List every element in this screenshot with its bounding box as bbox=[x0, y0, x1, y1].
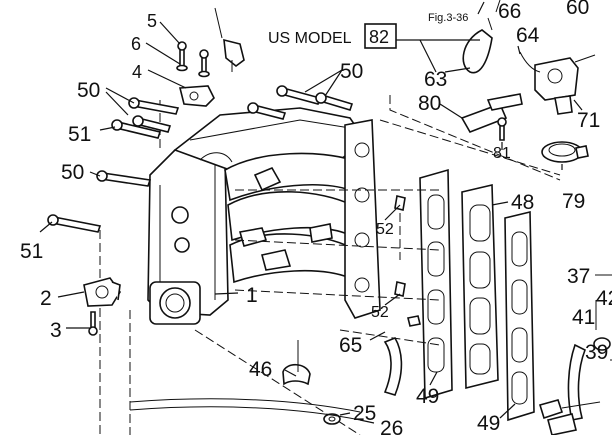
label-80: 80 bbox=[418, 92, 441, 115]
washer-25 bbox=[323, 413, 341, 425]
hose-65 bbox=[383, 315, 421, 396]
plate-48 bbox=[461, 183, 499, 390]
bottom-hose bbox=[129, 398, 361, 421]
gasket-49-left bbox=[419, 168, 453, 400]
model-box-number: 82 bbox=[369, 27, 389, 47]
label-50-left: 50 bbox=[77, 79, 100, 102]
label-51-left: 51 bbox=[20, 240, 43, 263]
label-50-mid: 50 bbox=[61, 161, 84, 184]
label-6: 6 bbox=[131, 34, 141, 54]
label-42: 42 bbox=[596, 287, 612, 310]
label-2: 2 bbox=[40, 287, 52, 310]
clamp-46 bbox=[282, 340, 311, 386]
clamp-79 bbox=[541, 141, 589, 163]
gasket-49-right bbox=[504, 210, 535, 422]
label-25: 25 bbox=[353, 402, 376, 425]
valve-71 bbox=[519, 51, 596, 115]
model-label: US MODEL bbox=[268, 30, 352, 47]
label-41: 41 bbox=[572, 306, 595, 329]
label-52-lower: 52 bbox=[371, 304, 389, 321]
label-60: 60 bbox=[566, 0, 589, 19]
label-81: 81 bbox=[493, 145, 511, 162]
label-66: 66 bbox=[498, 0, 521, 23]
label-37: 37 bbox=[567, 265, 590, 288]
label-39: 39 bbox=[585, 341, 608, 364]
fig-reference: Fig.3-36 bbox=[428, 12, 468, 24]
label-26: 26 bbox=[380, 417, 403, 435]
top-connector bbox=[214, 7, 245, 72]
label-52-upper: 52 bbox=[376, 221, 394, 238]
label-5: 5 bbox=[147, 11, 157, 31]
intake-manifold bbox=[147, 107, 381, 325]
label-49-left: 49 bbox=[416, 385, 439, 408]
leader-lines bbox=[39, 21, 583, 424]
label-51-top: 51 bbox=[68, 123, 91, 146]
label-49-right: 49 bbox=[477, 412, 500, 435]
sensor-4 bbox=[178, 85, 215, 107]
label-79: 79 bbox=[562, 190, 585, 213]
fig-ref-arrow bbox=[477, 1, 485, 15]
label-63: 63 bbox=[424, 68, 447, 91]
bolts bbox=[47, 41, 406, 297]
lower-right-parts bbox=[538, 274, 612, 435]
model-number-box bbox=[364, 23, 397, 49]
label-3: 3 bbox=[50, 319, 62, 342]
label-64: 64 bbox=[516, 24, 540, 47]
label-4: 4 bbox=[132, 62, 142, 82]
label-71: 71 bbox=[577, 109, 600, 132]
bracket-80 bbox=[460, 93, 523, 141]
sensor-2 bbox=[83, 277, 121, 336]
label-48: 48 bbox=[511, 191, 534, 214]
label-50-top: 50 bbox=[340, 60, 363, 83]
label-65: 65 bbox=[339, 334, 362, 357]
hose-63 bbox=[462, 0, 501, 74]
label-46: 46 bbox=[249, 358, 272, 381]
label-1: 1 bbox=[246, 284, 258, 307]
